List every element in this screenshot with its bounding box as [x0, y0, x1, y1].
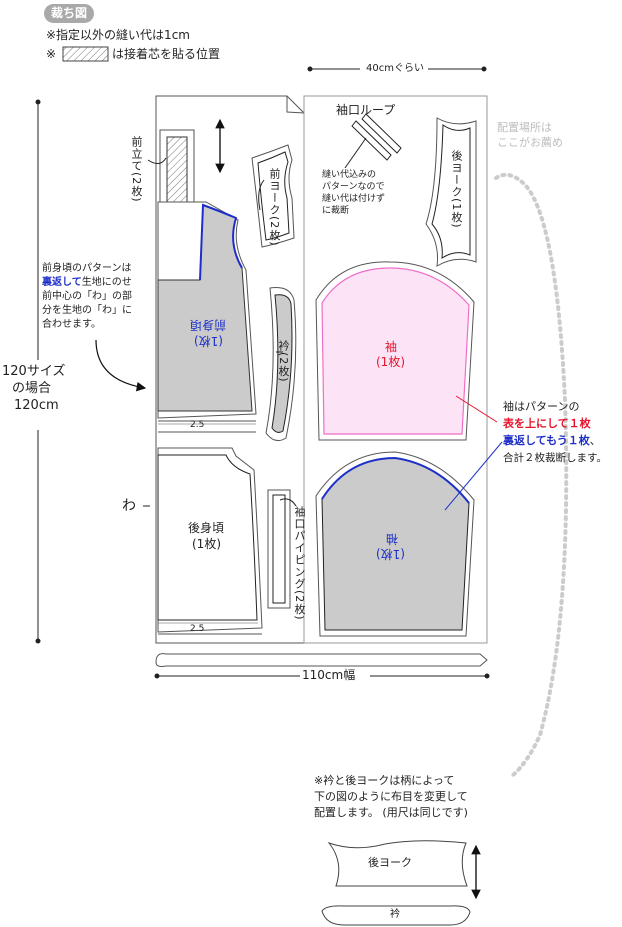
sleeve-top-count: (1枚) [376, 355, 405, 369]
front-note-arrow [95, 339, 147, 392]
sleeve-note-3-highlight: 裏返してもう１枚 [503, 434, 590, 447]
placement-note-1: 配置場所は [497, 121, 552, 134]
interfacing-swatch [62, 46, 109, 62]
interfacing-note: は接着芯を貼る位置 [112, 47, 221, 61]
back-body-label: 後身頃 [188, 521, 225, 535]
placement-note-2: ここがお薦め [497, 136, 563, 149]
size-label-2: の場合 [12, 381, 52, 396]
front-yoke-label: 前ヨーク(2枚) [268, 168, 281, 247]
bottom-note-1: ※衿と後ヨークは柄によって [314, 774, 455, 787]
alt-back-yoke-label: 後ヨーク [368, 856, 412, 869]
back-hem-allowance: 2.5 [190, 624, 205, 634]
loop-note-1: 縫い代込みの [322, 170, 377, 180]
alt-back-yoke-piece [327, 840, 468, 887]
back-yoke-piece [425, 117, 477, 267]
cuff-binding-label: 袖口パイピング(2枚) [293, 506, 306, 621]
top-width-dimension [307, 66, 487, 72]
back-body-count: (1枚) [192, 537, 221, 551]
cuff-loop-label: 袖口ループ [336, 103, 396, 117]
front-yoke-piece [251, 144, 295, 248]
back-yoke-label: 後ヨーク(1枚) [450, 150, 463, 229]
height-dimension [35, 99, 41, 644]
alt-collar-label: 衿 [390, 909, 400, 920]
loop-note-3: 縫い代は付けず [322, 194, 386, 204]
front-note-3: 前中心の「わ」の部 [42, 291, 132, 302]
front-body-count: (1枚) [194, 334, 223, 348]
front-hem-allowance: 2.5 [190, 420, 205, 430]
alt-collar-piece [321, 905, 471, 926]
section-badge: 裁ち図 [44, 4, 94, 23]
collar-label: 衿(2枚) [277, 340, 290, 383]
front-note-4: 分を生地の「わ」に [42, 305, 132, 316]
fabric-width-bracket [155, 653, 488, 667]
front-note-2-rest: 生地にのせ [81, 277, 132, 288]
loop-note-2: パターンなので [322, 182, 385, 192]
loop-note-4: に裁断 [322, 206, 350, 216]
sleeve-red-leader [455, 395, 498, 423]
fabric-width-label: 110cm幅 [302, 668, 356, 682]
front-note-2-highlight: 裏返して [42, 277, 82, 288]
top-width-label: 40cmぐらい [366, 63, 424, 74]
sleeve-top-label: 袖 [385, 340, 398, 354]
sleeve-bottom-label: 袖 [386, 532, 399, 546]
front-placket-label: 前立て(2枚) [130, 136, 143, 203]
bottom-note-3: 配置します。 (用尺は同じです) [314, 806, 468, 819]
sleeve-bottom-count: (1枚) [376, 547, 405, 561]
placket-leader [147, 157, 167, 164]
sleeve-note-3-rest: 、 [589, 434, 601, 447]
front-body-label: 前身頃 [190, 318, 227, 332]
size-label-1: 120サイズ [2, 364, 66, 379]
binding-leader [279, 498, 297, 507]
sleeve-note-4: 合計２枚裁断します。 [503, 452, 607, 464]
front-note-5: 合わせます。 [42, 319, 101, 330]
yoke-leader [258, 179, 265, 211]
sleeve-note-2: 表を上にして１枚 [503, 417, 591, 430]
front-note-1: 前身頃のパターンは [42, 263, 132, 274]
sleeve-note-1: 袖はパターンの [503, 400, 580, 413]
cuff-loop-pieces [351, 113, 402, 161]
interfacing-mark: ※ [46, 47, 57, 61]
placement-dotted-path [494, 172, 569, 778]
front-note-2: 裏返して生地にのせ [42, 276, 132, 289]
fold-label: わ [122, 498, 136, 514]
sleeve-note-3: 裏返してもう１枚、 [503, 434, 601, 448]
sleeve-blue-leader [444, 441, 503, 511]
seam-allowance-note: ※指定以外の縫い代は1cm [46, 28, 190, 42]
bottom-note-2: 下の図のように布目を変更して [314, 790, 468, 803]
fabric-width-dimension [154, 673, 490, 679]
size-label-3: 120cm [14, 398, 59, 413]
loop-leader [344, 137, 367, 169]
